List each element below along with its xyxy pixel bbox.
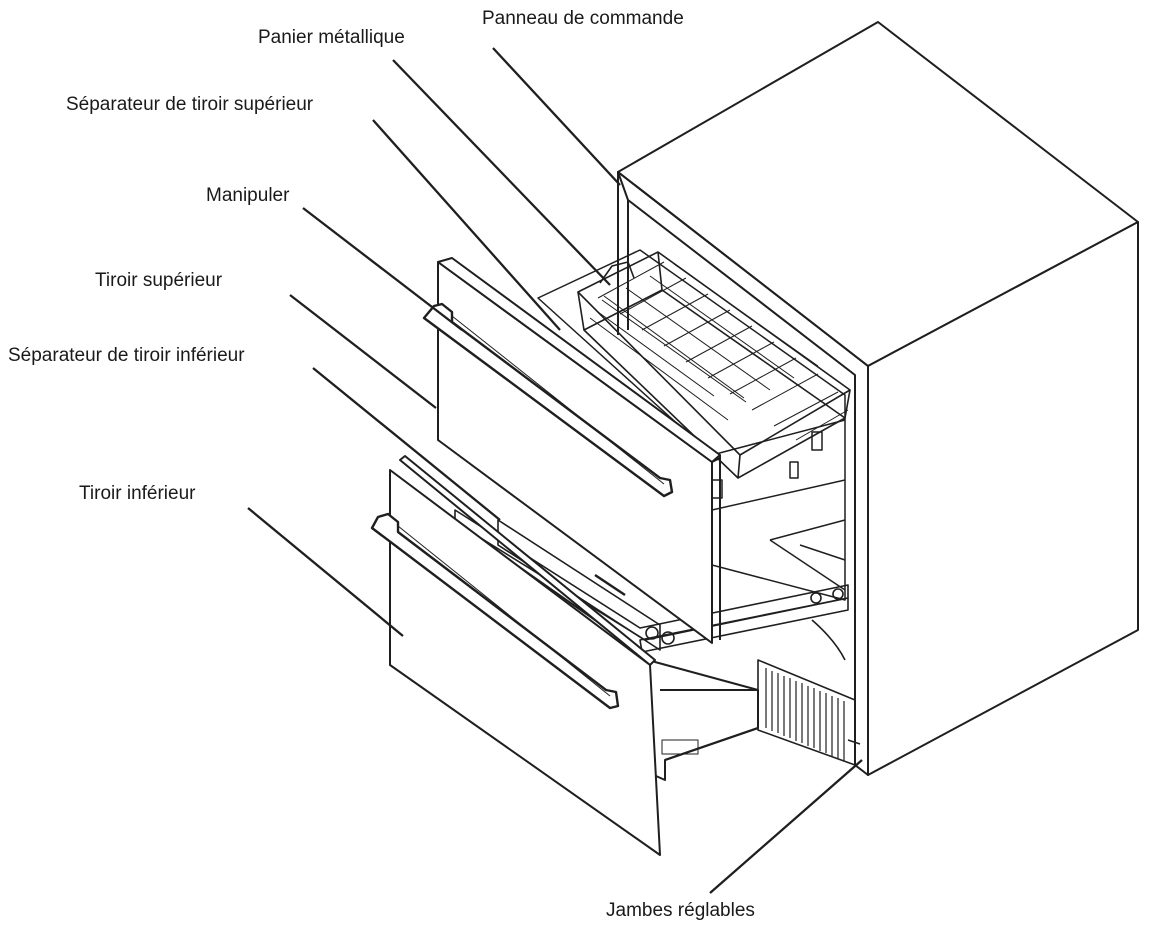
label-adjustable-legs: Jambes réglables [606, 900, 755, 921]
label-handle: Manipuler [206, 185, 290, 206]
leader-upper-drawer-divider [372, 119, 561, 331]
leader-wire-basket [392, 59, 611, 286]
label-control-panel: Panneau de commande [482, 8, 684, 29]
bottom-grille [757, 659, 861, 766]
upper-drawer [437, 257, 721, 644]
label-lower-drawer: Tiroir inférieur [79, 483, 196, 504]
lower-drawer-handle [370, 512, 620, 710]
upper-drawer-handle [422, 302, 674, 498]
label-wire-basket: Panier métallique [258, 27, 405, 48]
leader-handle [302, 207, 463, 331]
cabinet [617, 21, 1139, 776]
leader-adjustable-legs [709, 759, 863, 894]
label-lower-drawer-divider: Séparateur de tiroir inférieur [8, 345, 245, 366]
leader-lines [247, 47, 863, 894]
label-upper-drawer: Tiroir supérieur [95, 270, 223, 291]
leader-lower-drawer [247, 507, 404, 637]
leader-control-panel [492, 47, 621, 186]
label-upper-drawer-divider: Séparateur de tiroir supérieur [66, 94, 314, 115]
lower-drawer [389, 455, 759, 856]
leader-lower-drawer-divider [312, 367, 501, 521]
leader-upper-drawer [289, 294, 437, 409]
wire-basket [577, 251, 851, 479]
